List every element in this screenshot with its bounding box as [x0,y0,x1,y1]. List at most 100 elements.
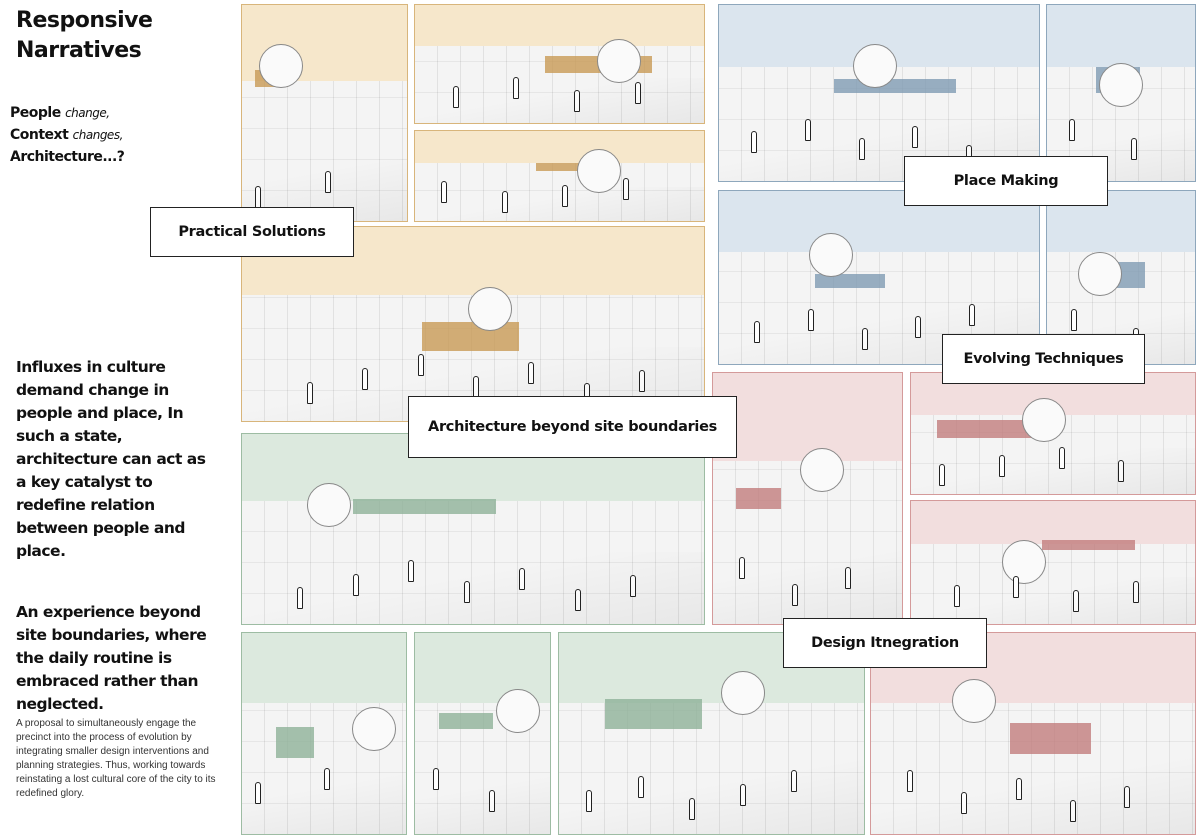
accent-structure [815,274,886,288]
person-figure [792,584,799,607]
person-figure [255,186,262,209]
person-figure [1013,576,1020,599]
sky-tint [911,501,1195,545]
person-figure [489,789,496,812]
illustration-panel [241,433,705,625]
proposal-description: A proposal to simultaneously engage the … [16,718,216,799]
tree-sketch [576,149,621,193]
tagline-change: change, [65,106,110,120]
person-figure [639,369,646,392]
accent-structure [422,322,520,352]
person-figure [861,328,868,351]
sky-tint [415,5,704,47]
person-figure [751,130,757,153]
tree-sketch [1078,251,1123,296]
person-figure [688,797,695,820]
tree-sketch [496,689,540,734]
illustration-panel [910,500,1196,625]
person-figure [1072,589,1079,612]
person-figure [906,769,913,792]
person-figure [297,586,304,609]
person-figure [586,789,593,812]
person-figure [362,367,369,390]
person-figure [791,769,798,792]
person-figure [513,77,520,100]
person-figure [845,566,852,589]
accent-structure [276,727,315,758]
sky-tint [713,373,902,461]
tagline-context: Context [10,127,69,143]
tree-sketch [808,232,853,277]
person-figure [807,309,814,332]
tree-sketch [720,671,765,716]
person-figure [912,125,919,148]
person-figure [452,85,459,108]
illustration-panel [718,4,1040,182]
person-figure [519,567,526,590]
sky-tint [1047,5,1195,67]
person-figure [939,463,946,486]
person-figure [352,573,359,596]
accent-structure [604,699,703,730]
tree-sketch [1021,398,1066,443]
person-figure [528,362,535,385]
sky-tint [242,633,406,704]
tagline-people: People [10,105,61,121]
tree-sketch [306,483,351,528]
person-figure [417,354,424,377]
accent-structure [834,78,956,93]
person-figure [630,575,637,598]
tree-sketch [1001,540,1046,585]
tagline-architecture: Architecture...? [10,149,125,165]
person-figure [637,775,644,798]
person-figure [1069,118,1076,141]
person-figure [969,303,976,326]
illustration-panel [241,226,705,422]
illustration-panel [414,130,705,222]
person-figure [408,560,415,583]
person-figure [306,381,313,404]
accent-structure [439,713,494,730]
illustration-panel [414,632,551,835]
person-figure [961,791,968,814]
accent-structure [1041,540,1136,551]
person-figure [1131,137,1138,160]
accent-structure [735,488,782,509]
person-figure [623,178,630,201]
person-figure [1015,777,1022,800]
person-figure [324,170,331,193]
label-place-making: Place Making [904,156,1108,206]
illustration-panel [241,632,407,835]
tagline-changes: changes, [72,128,124,142]
person-figure [562,184,569,207]
illustration-panel [414,4,705,124]
accent-structure [1010,723,1092,754]
illustration-panel [712,372,903,625]
person-figure [804,118,811,141]
person-figure [1132,581,1139,604]
label-practical-solutions: Practical Solutions [150,207,354,257]
person-figure [1069,799,1076,822]
person-figure [1118,459,1125,482]
tree-sketch [597,39,642,84]
tree-sketch [952,679,996,724]
person-figure [1070,309,1077,332]
person-figure [1124,785,1131,808]
tagline: People change, Context changes, Architec… [10,102,125,168]
label-evolving-techniques: Evolving Techniques [942,334,1145,384]
person-figure [473,375,479,398]
person-figure [739,556,746,579]
person-figure [574,588,581,611]
label-design-integration: Design Itnegration [783,618,987,668]
person-figure [324,767,330,790]
person-figure [754,321,761,344]
illustration-panel [241,4,408,222]
label-architecture-beyond: Architecture beyond site boundaries [408,396,737,458]
illustration-panel [910,372,1196,495]
illustration-panel [1046,4,1196,182]
person-figure [953,584,960,607]
person-figure [858,137,865,160]
person-figure [463,581,470,604]
person-figure [501,190,508,213]
person-figure [573,90,580,113]
